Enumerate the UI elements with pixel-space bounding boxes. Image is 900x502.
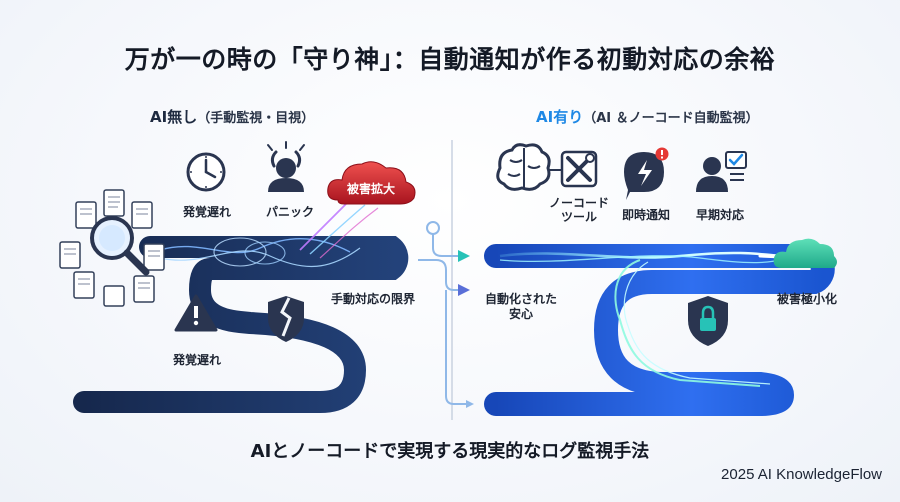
- label-auto-relief-line1: 自動化された: [484, 292, 558, 306]
- brain-icon: [496, 143, 562, 191]
- label-auto-relief-line2: 安心: [508, 307, 534, 321]
- clock-icon: [186, 152, 226, 192]
- label-auto-relief: 自動化された 安心: [485, 292, 557, 322]
- right-panel-heading: AI有り（AI ＆ノーコード自動監視）: [536, 106, 759, 127]
- label-damage-spread: 被害拡大: [346, 182, 396, 196]
- left-heading-main: AI無し: [150, 108, 198, 126]
- left-heading-sub: （手動監視・目視）: [197, 111, 315, 126]
- right-heading-sub: （AI ＆ノーコード自動監視）: [583, 111, 759, 126]
- magnifier-icon: [90, 216, 150, 276]
- label-instant-notice: 即時通知: [621, 208, 671, 222]
- alert-cloud-icon: [327, 161, 416, 205]
- label-nocode-tool: ノーコード ツール: [549, 196, 609, 224]
- document-stack-icon: [59, 189, 165, 307]
- left-path: [73, 199, 409, 413]
- label-panic: パニック: [265, 205, 315, 219]
- notification-bubble-icon: [624, 147, 669, 200]
- label-nocode-tool-line1: ノーコード: [548, 196, 610, 210]
- label-manual-limit: 手動対応の限界: [331, 292, 416, 306]
- right-path: [484, 244, 835, 416]
- label-discovery-delay-bottom: 発覚遅れ: [172, 353, 222, 367]
- label-discovery-delay-top: 発覚遅れ: [182, 205, 232, 219]
- label-early-response: 早期対応: [695, 208, 745, 222]
- broken-shield-icon: [268, 296, 304, 342]
- label-nocode-tool-line2: ツール: [560, 210, 598, 224]
- left-panel-heading: AI無し（手動監視・目視）: [150, 106, 314, 127]
- label-damage-min: 被害極小化: [776, 292, 838, 306]
- page-title: 万が一の時の「守り神」：自動通知が作る初動対応の余裕: [124, 45, 776, 74]
- user-check-icon: [696, 151, 747, 192]
- warning-triangle-icon: [174, 294, 218, 332]
- wrench-screwdriver-icon: [560, 150, 598, 188]
- cloud-icon: [773, 238, 837, 268]
- transition-arrows: [418, 221, 474, 408]
- right-heading-main: AI有り: [536, 108, 584, 126]
- bottom-caption: AIとノーコードで実現する現実的なログ監視手法: [250, 441, 650, 462]
- shield-lock-icon: [688, 296, 728, 346]
- footer-credit: 2025 AI KnowledgeFlow: [721, 466, 882, 483]
- panic-person-icon: [267, 141, 305, 192]
